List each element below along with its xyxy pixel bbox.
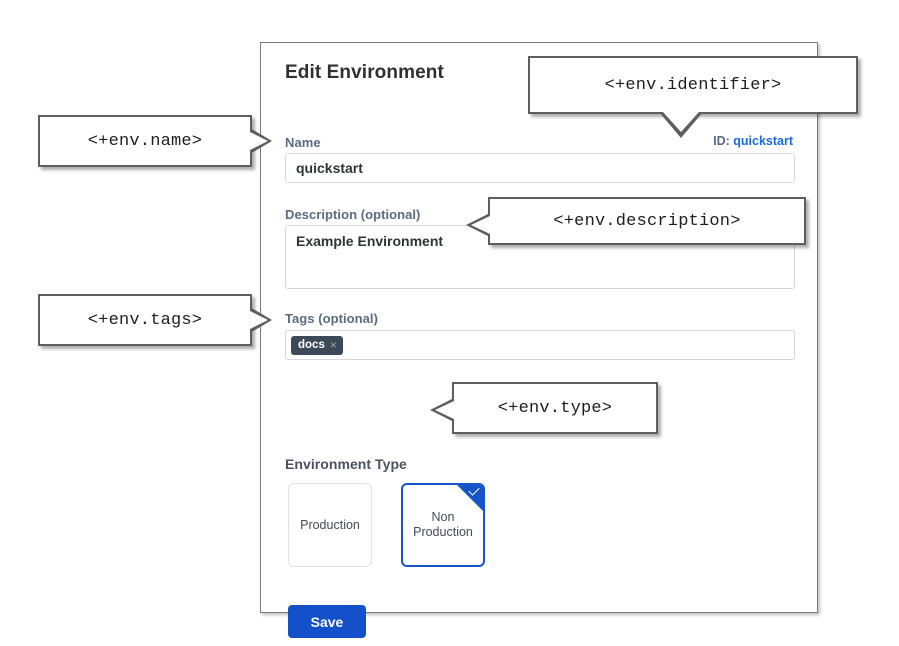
environment-type-option-label: Production xyxy=(300,517,360,532)
tag-chip-label: docs xyxy=(298,339,325,351)
page-title: Edit Environment xyxy=(285,62,444,83)
selected-corner xyxy=(457,485,483,511)
tags-input[interactable] xyxy=(285,330,795,360)
environment-type-option-non-production[interactable]: Non Production xyxy=(401,483,485,567)
callout-tail-fill xyxy=(663,112,699,132)
callout-tail-fill xyxy=(435,401,454,419)
name-label: Name xyxy=(285,135,321,150)
environment-id: ID: quickstart xyxy=(713,134,793,148)
environment-type-option-production[interactable]: Production xyxy=(288,483,372,567)
save-button[interactable]: Save xyxy=(288,605,366,638)
callout-tail-fill xyxy=(250,311,268,329)
name-input[interactable] xyxy=(285,153,795,183)
annotation-env-identifier: <+env.identifier> xyxy=(528,56,858,138)
annotation-env-tags: <+env.tags> xyxy=(38,294,272,346)
description-label: Description (optional) xyxy=(285,207,421,222)
close-icon[interactable]: × xyxy=(329,338,337,352)
annotation-text: <+env.name> xyxy=(87,131,203,151)
environment-type-option-label: Non Production xyxy=(413,510,473,539)
annotation-text: <+env.type> xyxy=(497,398,613,418)
callout-tail-fill xyxy=(471,216,490,234)
environment-type-label: Environment Type xyxy=(285,456,407,472)
environment-id-link[interactable]: quickstart xyxy=(733,134,793,148)
annotation-text: <+env.description> xyxy=(553,211,741,231)
environment-id-prefix: ID: xyxy=(713,134,730,148)
annotation-text: <+env.tags> xyxy=(87,310,203,330)
annotation-text: <+env.identifier> xyxy=(604,75,782,95)
annotation-env-description: <+env.description> xyxy=(466,197,806,245)
tag-chip-docs[interactable]: docs × xyxy=(291,336,343,355)
edit-environment-panel: Edit Environment Name ID: quickstart Des… xyxy=(260,42,818,638)
annotation-env-type: <+env.type> xyxy=(430,382,658,434)
callout-tail-fill xyxy=(250,132,268,150)
tags-label: Tags (optional) xyxy=(285,311,378,326)
annotation-env-name: <+env.name> xyxy=(38,115,272,167)
